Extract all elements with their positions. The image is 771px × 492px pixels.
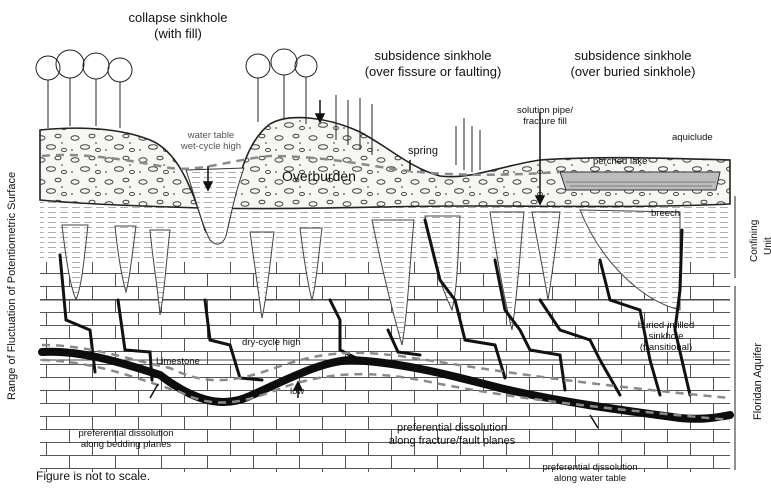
collapse-title-line1: collapse sinkhole [118, 10, 238, 26]
water-table-wet-cycle-label: water table wet-cycle high [166, 130, 256, 152]
aquiclude-label: aquiclude [672, 132, 713, 143]
bedding-line2: along bedding planes [56, 439, 196, 450]
subsidence1-line2: (over fissure or faulting) [348, 64, 518, 80]
subsidence-sinkhole-title-2: subsidence sinkhole (over buried sinkhol… [548, 48, 718, 80]
collapse-title-line2: (with fill) [118, 26, 238, 42]
bedding-line1: preferential dissolution [56, 428, 196, 439]
solution-pipe-line2: fracture fill [500, 116, 590, 127]
low-label: low [290, 386, 304, 397]
confining-unit-label-cut: Unit [763, 237, 771, 255]
grass-right [456, 118, 480, 172]
water-table-line1: water table [166, 130, 256, 141]
floridan-aquifer-label: Floridan Aquifer [752, 343, 764, 420]
fracture-planes-label: preferential dissolution along fracture/… [372, 422, 532, 448]
confining-unit-label: Confining [749, 220, 760, 262]
watertable-line2: along water table [520, 473, 660, 484]
subsidence1-line1: subsidence sinkhole [348, 48, 518, 64]
perched-lake-label: perched lake [593, 156, 647, 167]
solution-pipe-line1: solution pipe/ [500, 105, 590, 116]
breech-label: breech [651, 208, 680, 219]
buried-line2: sinkhole [620, 331, 712, 342]
fluctuation-axis-label: Range of Fluctuation of Potentiometric S… [6, 172, 18, 400]
bedding-planes-label: preferential dissolution along bedding p… [56, 428, 196, 450]
spring-label: spring [408, 145, 438, 158]
dry-cycle-high-label: dry-cycle high [242, 337, 301, 348]
fracture-line2: along fracture/fault planes [372, 435, 532, 448]
overburden-label: Overburden [282, 170, 356, 183]
perched-lake [560, 172, 720, 190]
buried-line3: (transitional) [620, 342, 712, 353]
water-table-line2: wet-cycle high [166, 141, 256, 152]
solution-pipe-label: solution pipe/ fracture fill [500, 105, 590, 127]
water-table-dissolution-label: preferential dissolution along water tab… [520, 462, 660, 484]
subsidence2-line2: (over buried sinkhole) [548, 64, 718, 80]
fracture-line1: preferential dissolution [372, 422, 532, 435]
tree-group-left [36, 50, 132, 128]
buried-infilled-sinkhole-label: buried-infilled sinkhole (transitional) [620, 320, 712, 353]
buried-line1: buried-infilled [620, 320, 712, 331]
subsidence2-line1: subsidence sinkhole [548, 48, 718, 64]
subsidence-sinkhole-title-1: subsidence sinkhole (over fissure or fau… [348, 48, 518, 80]
watertable-line1: preferential dissolution [520, 462, 660, 473]
collapse-sinkhole-title: collapse sinkhole (with fill) [118, 10, 238, 42]
limestone-label: Limestone [156, 356, 200, 367]
not-to-scale-note: Figure is not to scale. [36, 470, 150, 483]
